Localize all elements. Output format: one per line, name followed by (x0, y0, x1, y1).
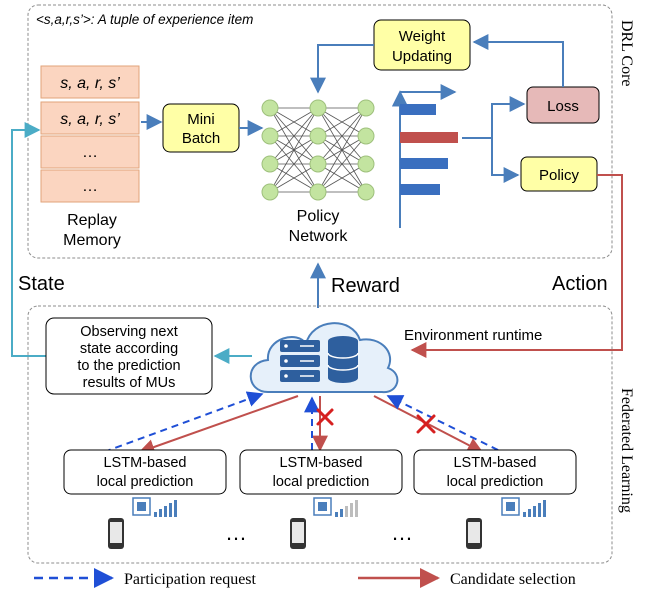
client-label: local prediction (97, 474, 194, 490)
policy-label: Policy (539, 167, 580, 184)
chip-icon (501, 497, 520, 516)
state-label: State (18, 273, 65, 295)
weight-updating-label: Updating (392, 48, 452, 65)
client-label: local prediction (273, 474, 370, 490)
federated-learning-region (27, 305, 613, 564)
signal-bars-icon (154, 500, 177, 517)
chip-icon (132, 497, 151, 516)
legend-participation-label: Participation request (124, 571, 257, 588)
client-label: local prediction (447, 474, 544, 490)
client-label: LSTM-based (453, 455, 536, 471)
client-label: LSTM-based (103, 455, 186, 471)
replay-row-text: … (82, 144, 98, 161)
ellipsis: … (391, 520, 413, 545)
legend-candidate-label: Candidate selection (450, 571, 576, 588)
output-bar (400, 158, 448, 169)
loss-label: Loss (547, 98, 579, 115)
replay-row-text: s, a, r, s’ (60, 111, 120, 128)
action-label: Action (552, 273, 608, 295)
output-bar (400, 104, 436, 115)
observe-text: state according (80, 341, 178, 357)
replay-memory-label: Replay (67, 212, 117, 229)
replay-row-text: s, a, r, s’ (60, 75, 120, 92)
replay-row (40, 65, 140, 99)
replay-memory-label: Memory (63, 232, 121, 249)
policy-network-label: Network (289, 228, 349, 245)
drl-core-label: DRL Core (618, 20, 635, 87)
output-bar-selected (400, 132, 458, 143)
policy-network-label: Policy (297, 208, 340, 225)
replay-row (40, 101, 140, 135)
client-label: LSTM-based (279, 455, 362, 471)
signal-bars-icon (523, 500, 546, 517)
phone-icon (108, 518, 124, 549)
client-box (239, 449, 403, 495)
replay-row-text: … (82, 178, 98, 195)
replay-memory: s, a, r, s’ s, a, r, s’ … … Replay Memor… (40, 65, 140, 249)
environment-runtime-label: Environment runtime (404, 327, 542, 344)
legend: Participation request Candidate selectio… (34, 568, 576, 588)
reject-cross-icon (316, 408, 334, 426)
policy-network (261, 99, 375, 201)
weight-updating-label: Weight (399, 28, 446, 45)
client-box (413, 449, 577, 495)
tuple-caption: <s,a,r,s’>: A tuple of experience item (36, 12, 253, 27)
phone-icon (466, 518, 482, 549)
phone-icon (290, 518, 306, 549)
observe-text: results of MUs (83, 375, 176, 391)
client-box (63, 449, 227, 495)
ellipsis: … (225, 520, 247, 545)
federated-learning-label: Federated Learning (618, 388, 635, 513)
output-bar (400, 184, 440, 195)
chip-icon (313, 497, 332, 516)
signal-bars-icon (335, 500, 358, 517)
output-bars (392, 84, 458, 228)
observe-text: Observing next (80, 324, 178, 340)
reward-label: Reward (331, 275, 400, 297)
replay-row (40, 135, 140, 169)
mini-batch-label: Batch (182, 130, 220, 147)
mini-batch-label: Mini (187, 111, 215, 128)
observe-text: to the prediction (77, 358, 180, 374)
observe-box (45, 317, 213, 395)
reject-cross-icon (416, 414, 436, 434)
replay-row (40, 169, 140, 203)
cloud-server-icon (249, 322, 399, 394)
drl-core-region (27, 4, 613, 259)
